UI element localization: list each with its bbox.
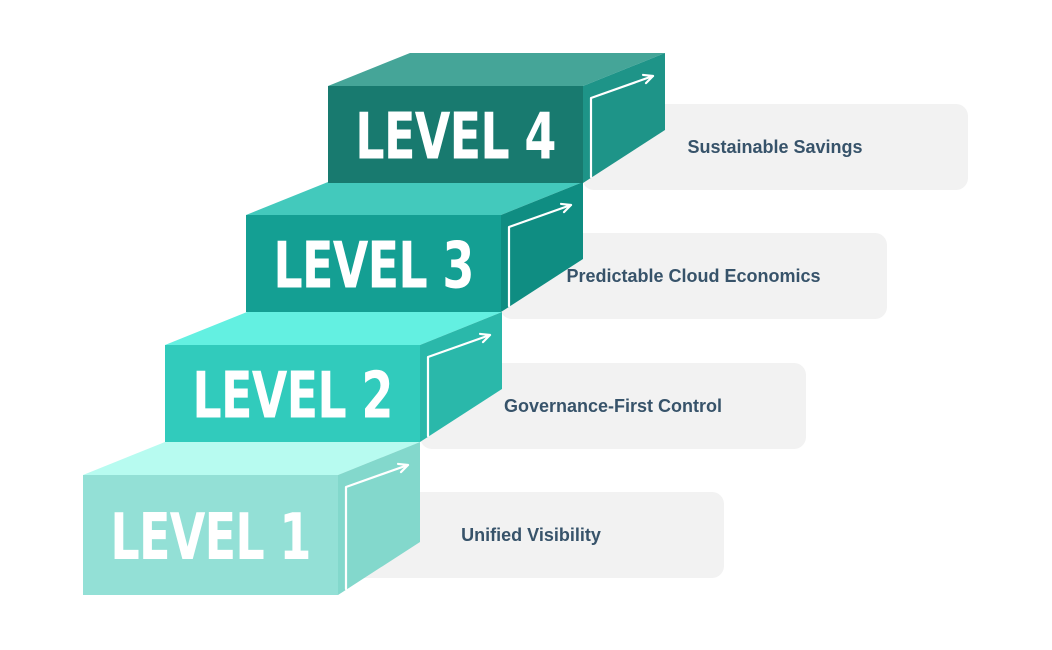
step-arrow-line [426, 333, 492, 438]
step-front-face [83, 475, 338, 595]
panel-background [582, 104, 968, 190]
step-label: LEVEL 4 [355, 100, 555, 175]
arrow-head-icon [478, 332, 492, 344]
description-text: Sustainable Savings [687, 137, 862, 157]
arrow-head-icon [641, 73, 655, 85]
step-front-face [246, 215, 501, 312]
step-side-face [583, 53, 665, 183]
description-panel-level-3: Predictable Cloud Economics [500, 233, 887, 319]
panel-background [338, 492, 724, 578]
step-level-3: LEVEL 3 [246, 182, 583, 312]
description-text: Predictable Cloud Economics [566, 266, 820, 286]
step-top-face [246, 182, 583, 215]
step-level-2: LEVEL 2 [165, 312, 502, 442]
step-label: LEVEL 3 [273, 229, 473, 304]
step-level-1: LEVEL 1 [83, 442, 420, 595]
step-label: LEVEL 2 [192, 359, 392, 434]
step-side-face [338, 442, 420, 595]
step-side-face [420, 312, 502, 442]
step-top-face [165, 312, 502, 345]
step-arrow-line [344, 463, 410, 591]
description-text: Governance-First Control [504, 396, 722, 416]
description-text: Unified Visibility [461, 525, 601, 545]
arrow-head-icon [396, 462, 410, 474]
description-panel-level-2: Governance-First Control [420, 363, 806, 449]
step-front-face [328, 86, 583, 183]
panel-background [500, 233, 887, 319]
step-level-4: LEVEL 4 [328, 53, 665, 183]
step-front-face [165, 345, 420, 442]
arrow-head-icon [559, 202, 573, 214]
description-panel-level-1: Unified Visibility [338, 492, 724, 578]
step-top-face [83, 442, 420, 475]
step-arrow-line [589, 74, 655, 179]
step-side-face [501, 182, 583, 312]
step-top-face [328, 53, 665, 86]
step-label: LEVEL 1 [110, 500, 310, 575]
step-arrow-line [507, 203, 573, 308]
panel-background [420, 363, 806, 449]
description-panel-level-4: Sustainable Savings [582, 104, 968, 190]
